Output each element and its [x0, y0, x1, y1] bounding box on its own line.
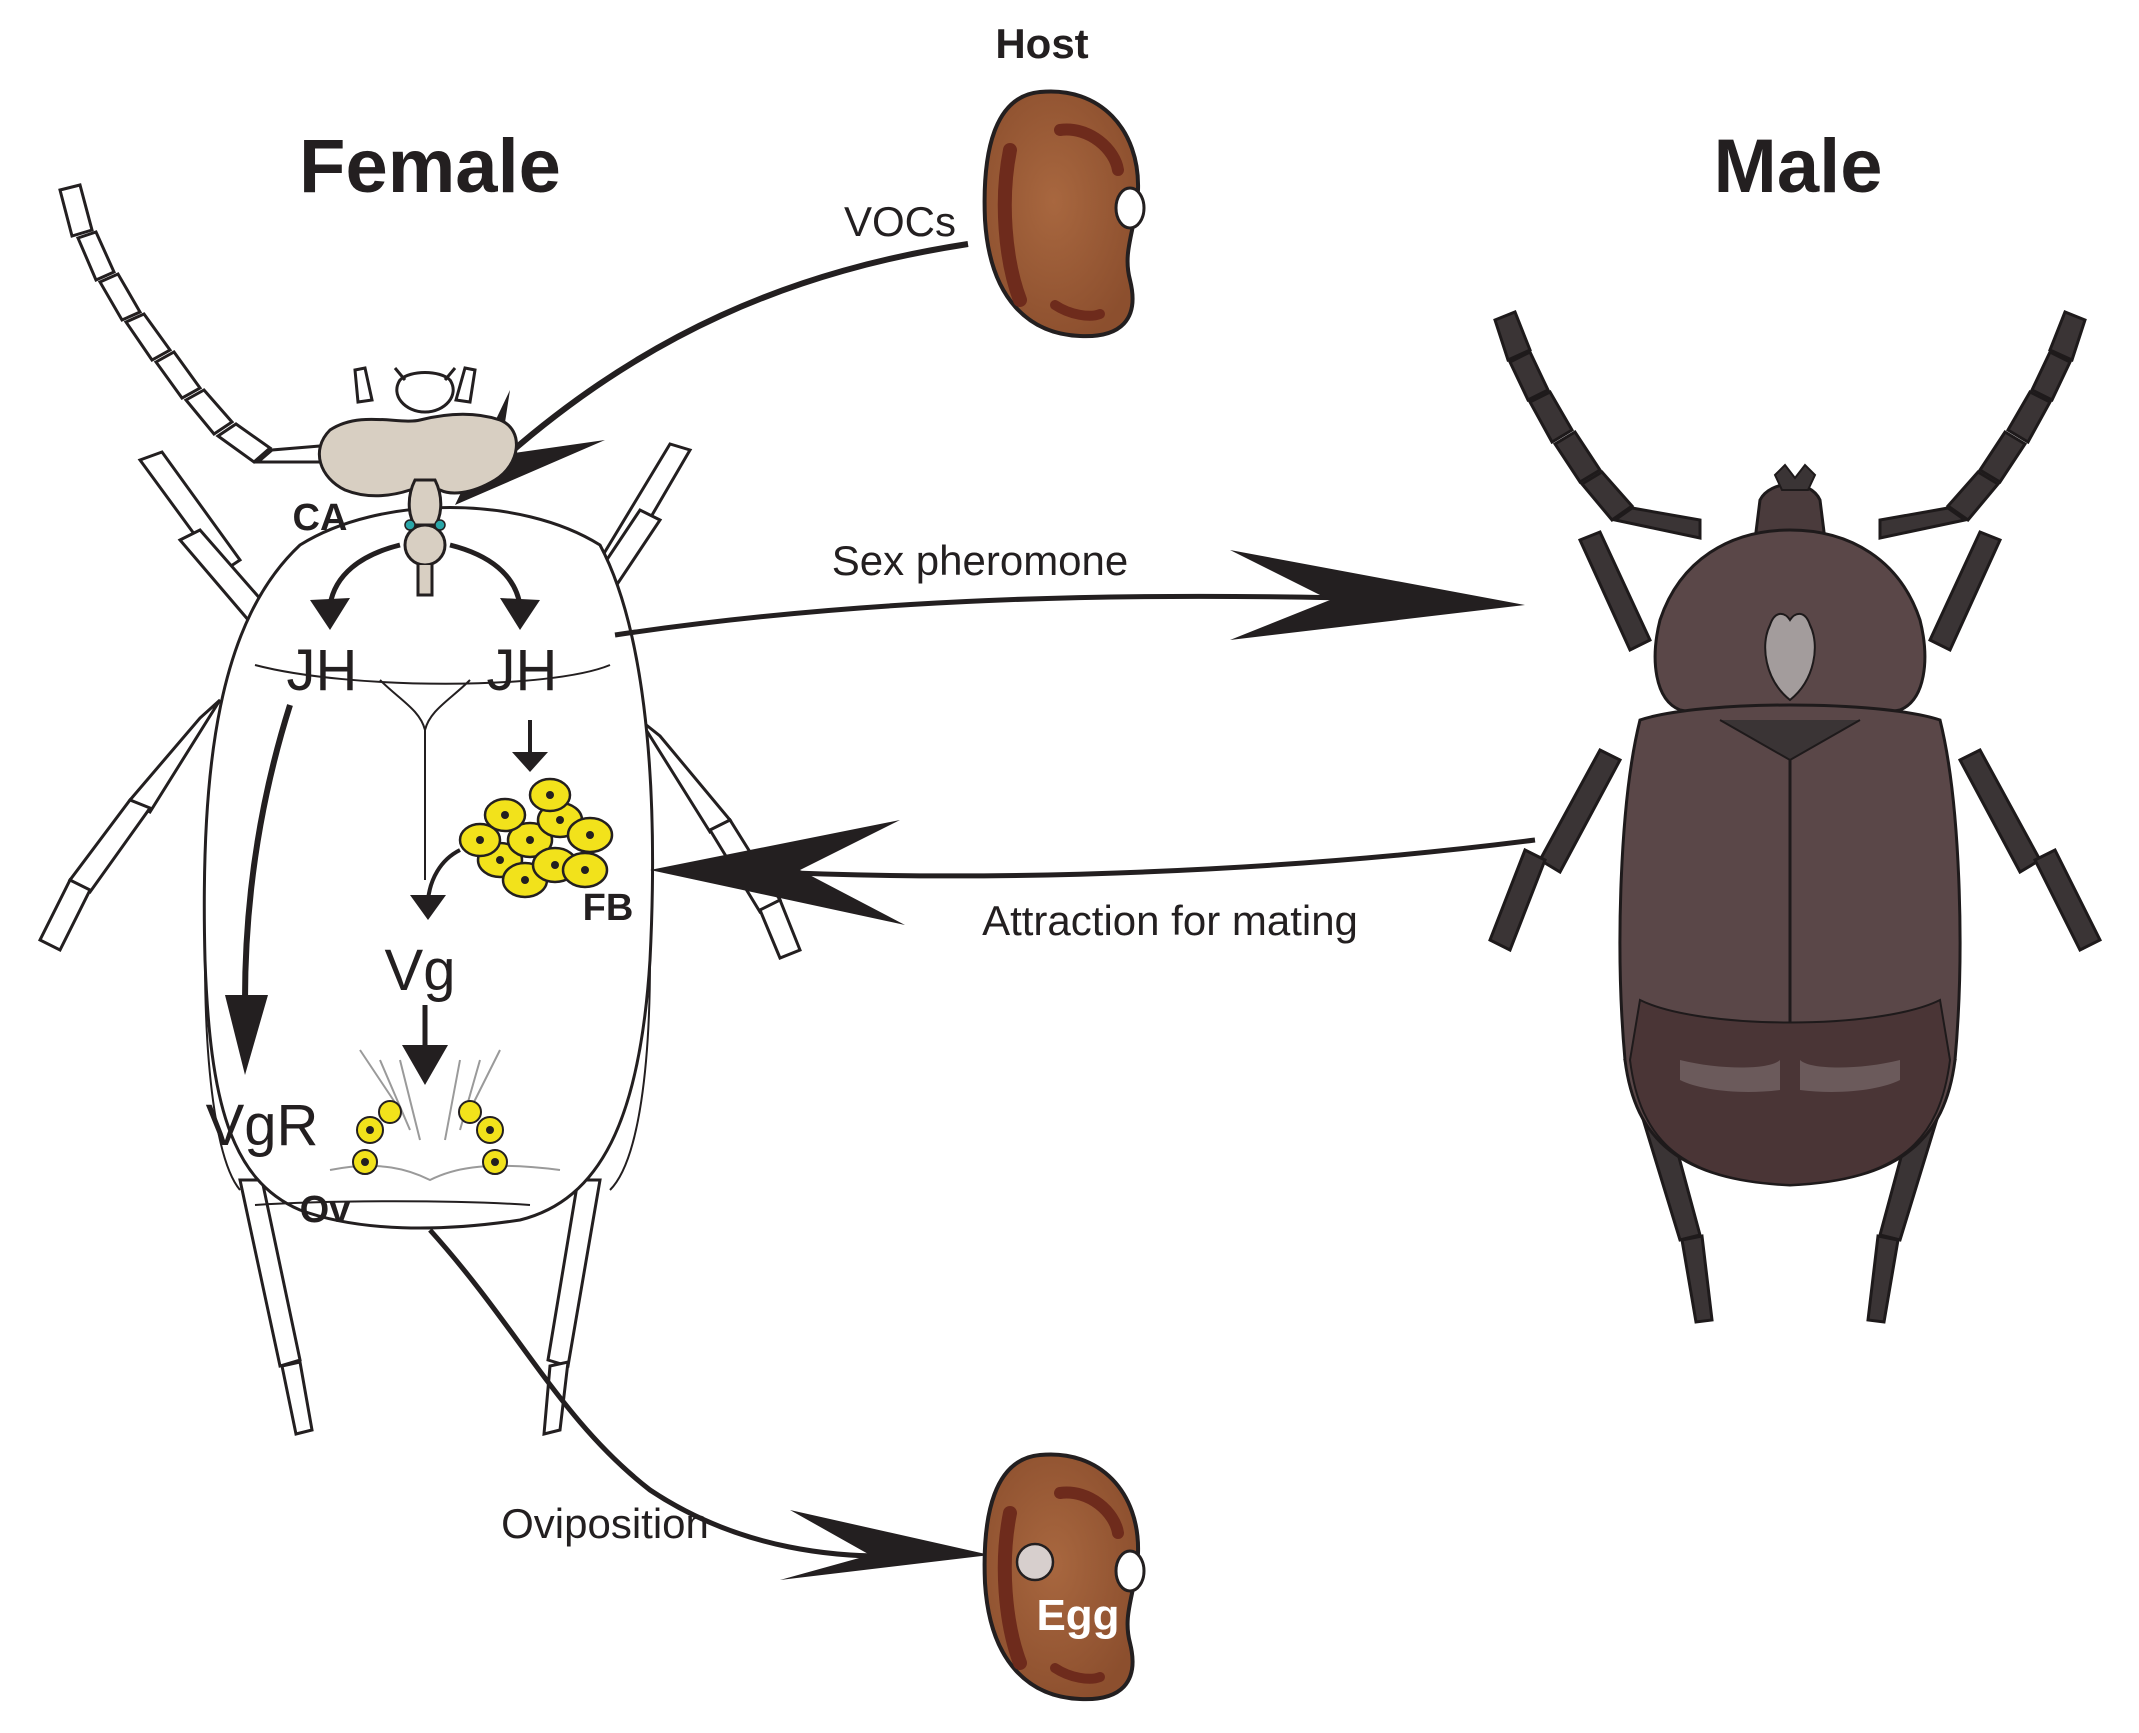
attraction-arrow — [650, 820, 1536, 925]
fat-body-icon — [458, 777, 614, 899]
oviposition-arrow — [428, 1228, 990, 1580]
ca-to-jh-arrows — [310, 542, 540, 630]
host-label: Host — [995, 20, 1088, 67]
vg-label: Vg — [385, 938, 456, 1003]
female-antenna-left — [58, 183, 324, 464]
jh-right-label: JH — [487, 638, 558, 703]
female-leg-hind-left — [238, 1178, 302, 1368]
female-leg-hind-right — [546, 1178, 602, 1368]
ov-label: Ov — [300, 1189, 351, 1231]
vgr-label: VgR — [206, 1093, 319, 1158]
male-title: Male — [1714, 124, 1883, 209]
jh-to-fb-arrow — [512, 720, 548, 772]
vg-to-ov-arrow — [402, 1005, 448, 1085]
egg-seed-icon — [982, 1452, 1146, 1702]
male-beetle — [1488, 310, 2103, 1324]
jh-left-label: JH — [287, 638, 358, 703]
egg-label: Egg — [1036, 1591, 1119, 1640]
egg-icon — [1015, 1542, 1055, 1582]
attraction-label: Attraction for mating — [982, 897, 1358, 944]
sex-pheromone-label: Sex pheromone — [832, 537, 1129, 584]
vocs-label: VOCs — [844, 198, 956, 245]
fb-label: FB — [583, 887, 634, 929]
female-leg-mid-right — [638, 718, 733, 835]
ca-label: CA — [293, 497, 348, 539]
female-head-ca — [317, 412, 518, 498]
sex-pheromone-arrow — [614, 550, 1525, 640]
host-seed-icon — [982, 89, 1146, 339]
fb-to-vg-arrow — [410, 848, 461, 920]
vocs-arrow — [455, 241, 969, 505]
female-beetle: CA JH JH FB Vg VgR Ov — [37, 183, 802, 1436]
oviposition-label: Oviposition — [501, 1500, 709, 1547]
female-leg-mid-left — [127, 698, 222, 815]
female-body — [202, 506, 655, 1230]
ovaries-icon — [329, 1049, 561, 1182]
jh-to-vgr-arrow — [225, 704, 293, 1075]
female-title: Female — [299, 124, 561, 209]
